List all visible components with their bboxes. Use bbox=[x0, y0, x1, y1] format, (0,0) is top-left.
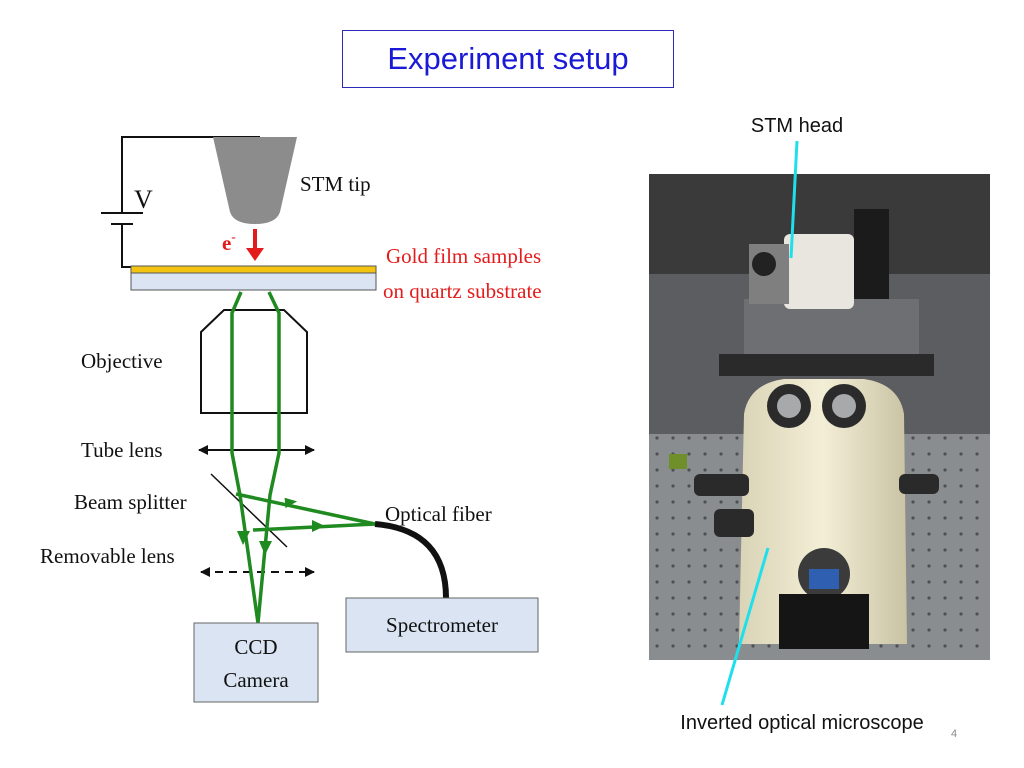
slide-title: Experiment setup bbox=[387, 41, 629, 76]
removable-lens-label: Removable lens bbox=[40, 544, 175, 568]
voltage-label: V bbox=[134, 185, 153, 214]
microscope-callout-line bbox=[720, 547, 770, 706]
ccd-label-line2: Camera bbox=[223, 668, 289, 692]
beam-splitter bbox=[210, 473, 288, 548]
stm-head-callout-line bbox=[789, 140, 799, 259]
spectrometer-box bbox=[345, 597, 539, 653]
objective-label: Objective bbox=[81, 349, 163, 373]
electron-arrow bbox=[246, 229, 264, 261]
instrument-photo bbox=[649, 174, 990, 660]
optical-fiber bbox=[374, 521, 450, 601]
stm-head-label: STM head bbox=[751, 115, 843, 137]
title-box: Experiment setup bbox=[342, 30, 674, 88]
quartz-substrate bbox=[130, 272, 377, 291]
beam-splitter-label: Beam splitter bbox=[74, 490, 187, 514]
stm-tip-shape bbox=[213, 137, 297, 224]
microscope-label: Inverted optical microscope bbox=[680, 712, 923, 734]
ccd-label-line1: CCD bbox=[234, 635, 277, 659]
optical-fiber-label: Optical fiber bbox=[385, 502, 492, 526]
stm-tip-label: STM tip bbox=[300, 172, 371, 196]
tube-lens-label: Tube lens bbox=[81, 438, 163, 462]
sample-label-line2: on quartz substrate bbox=[383, 279, 542, 303]
ccd-camera-box bbox=[193, 622, 319, 703]
sample-label-line1: Gold film samples bbox=[386, 244, 541, 268]
spectrometer-label: Spectrometer bbox=[386, 613, 498, 637]
beam-arrowheads bbox=[237, 497, 325, 555]
electron-label: e- bbox=[222, 229, 236, 255]
page-number: 4 bbox=[951, 728, 958, 740]
